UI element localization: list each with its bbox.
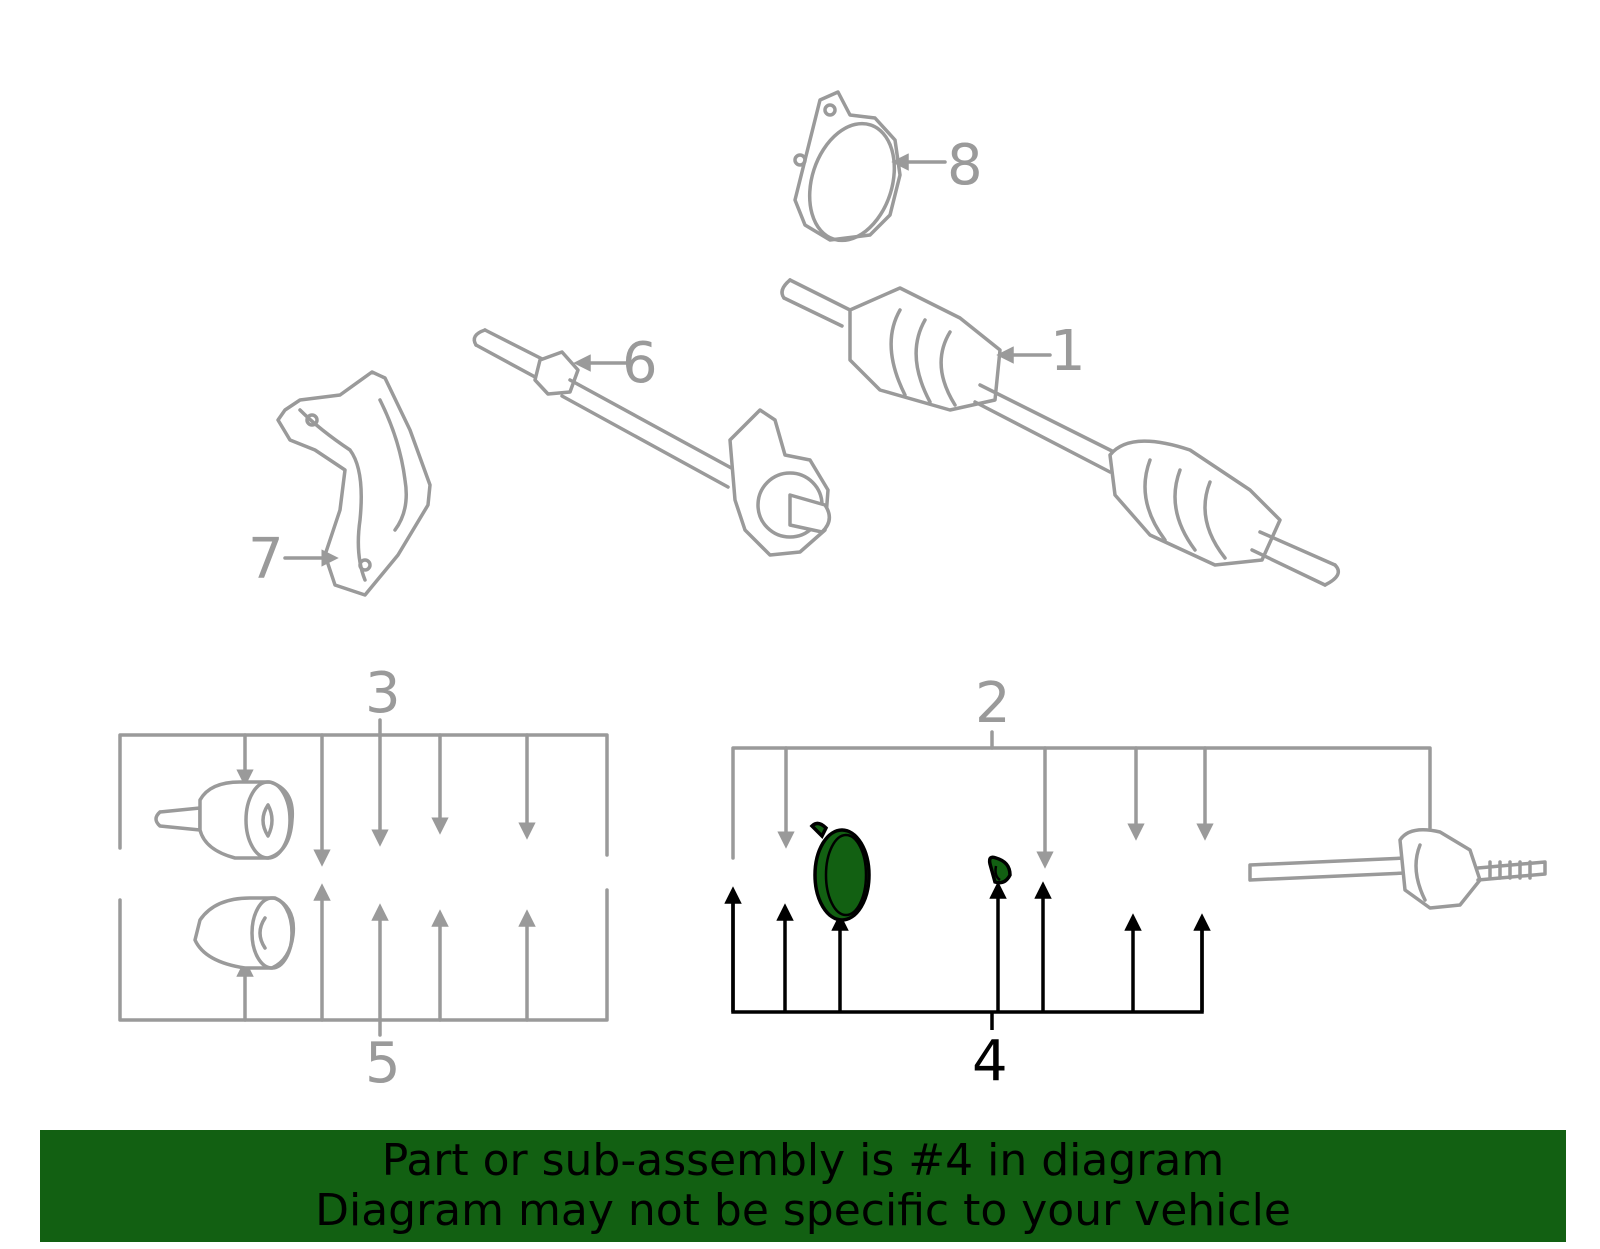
group-4-bracket (724, 881, 1211, 1030)
callout-2: 2 (975, 671, 1011, 736)
callout-8: 8 (947, 133, 983, 198)
callout-1: 1 (1050, 319, 1086, 384)
group-3-5-bracket (118, 718, 609, 1037)
part-4-clamp-large (809, 821, 871, 922)
callout-5: 5 (365, 1031, 401, 1096)
callout-3: 3 (365, 661, 401, 726)
callout-6: 6 (622, 331, 658, 396)
info-banner: Part or sub-assembly is #4 in diagram Di… (40, 1130, 1566, 1242)
part-1-axle-assembly (780, 278, 1341, 587)
callout-7: 7 (248, 527, 284, 592)
part-4-clamp-small (987, 855, 1012, 885)
banner-line-1: Part or sub-assembly is #4 in diagram (381, 1135, 1225, 1186)
part-8-bearing-bracket (793, 90, 947, 243)
group-2-bracket (731, 730, 1547, 910)
banner-line-2: Diagram may not be specific to your vehi… (315, 1185, 1291, 1236)
callout-4: 4 (972, 1029, 1008, 1094)
part-7-bracket (276, 370, 432, 597)
part-6-intermediate-shaft (472, 328, 832, 557)
